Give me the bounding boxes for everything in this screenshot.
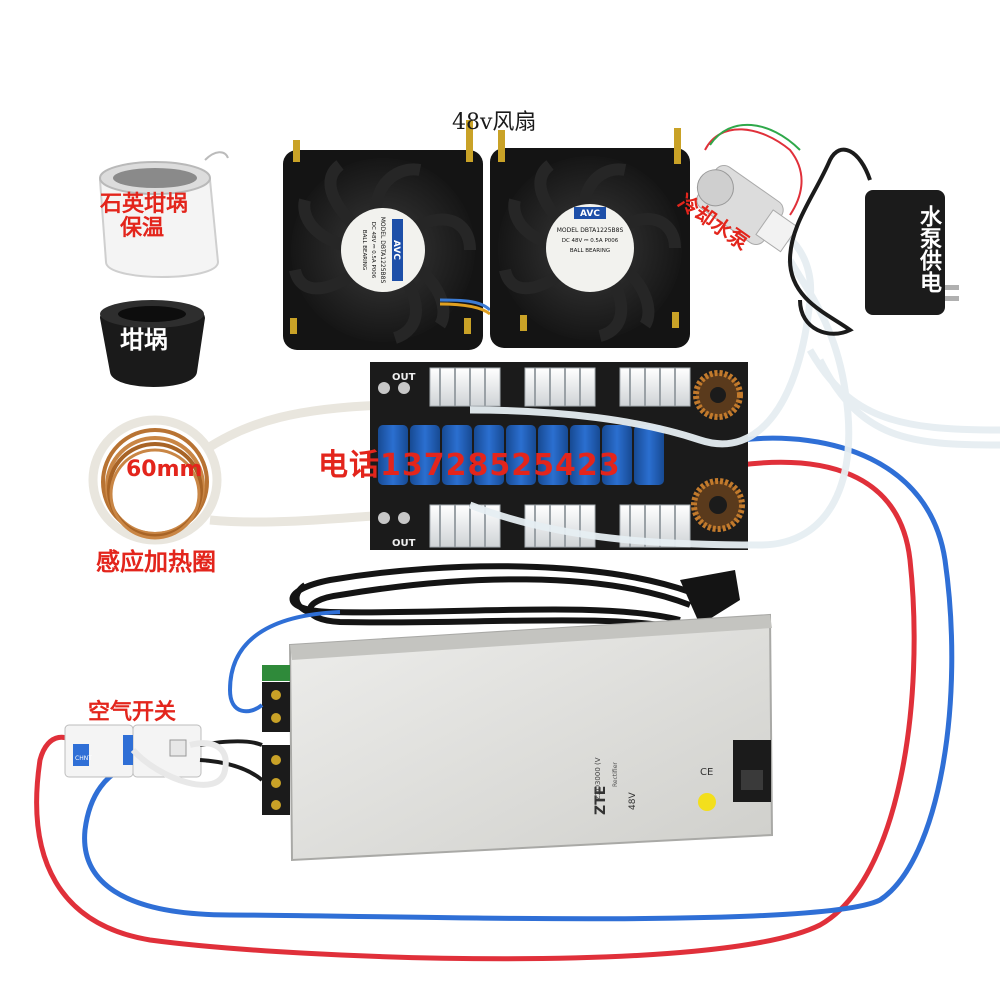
phone-label: 电话13728525423 [318, 448, 621, 483]
psu-input-wire [227, 610, 341, 714]
driver-board: OUT OUT [370, 362, 748, 550]
fan-title-label: 48v风扇 [452, 110, 537, 135]
fan-right-brand: AVC [580, 209, 600, 219]
red-wire [34, 459, 917, 962]
pump-power-adapter [787, 147, 959, 336]
quartz-crucible-label-line2: 保温 [120, 216, 165, 241]
power-cord [289, 563, 692, 633]
psu-type: Rectifier [612, 762, 619, 787]
capacitor-bank [378, 425, 664, 485]
air-switch: CHNT [64, 724, 264, 788]
fan-left-model: MODEL DBTA1225B8S [379, 217, 386, 284]
pump-power-label: 水泵供电 [916, 205, 941, 293]
crucible-label: 坩埚 [120, 326, 168, 354]
coil-name-label: 感应加热圈 [96, 548, 216, 576]
power-plug [680, 570, 740, 625]
fan-left-bearing: BALL BEARING [361, 230, 367, 270]
psu-model: ZXD3000 (V [594, 757, 602, 800]
psu-brand: ZTE [593, 786, 609, 815]
breaker-brand: CHNT [75, 755, 92, 762]
water-pump [696, 123, 803, 253]
fan-right-model: MODEL DBTA1225B8S [557, 227, 624, 234]
toroid-choke [691, 370, 745, 532]
air-switch-label: 空气开关 [88, 700, 177, 725]
board-out-bottom: OUT [392, 538, 416, 549]
blue-wire [82, 435, 955, 922]
quartz-crucible-label-line1: 石英坩埚 [100, 192, 189, 217]
quartz-crucible-sleeve [98, 151, 229, 278]
fan-right-rating: DC 48V ⎓ 0.5A P006 [562, 238, 619, 244]
fan-left-brand: AVC [391, 240, 401, 260]
power-supply: ZTE ZXD3000 (V Rectifier 48V CE [262, 613, 774, 862]
fan-right: AVC MODEL DBTA1225B8S DC 48V ⎓ 0.5A P006… [490, 128, 690, 348]
coil-size-label: 60mm [126, 457, 203, 482]
board-out-top: OUT [392, 372, 416, 383]
fan-left-rating: DC 48V ⎓ 0.5A P006 [370, 222, 376, 279]
fan-left: AVC MODEL DBTA1225B8S DC 48V ⎓ 0.5A P006… [283, 120, 492, 350]
black-crucible [100, 300, 205, 387]
psu-voltage: 48V [628, 792, 638, 810]
psu-ce-mark: CE [700, 767, 713, 778]
fan-right-bearing: BALL BEARING [570, 248, 610, 254]
water-tubing [468, 226, 1000, 549]
